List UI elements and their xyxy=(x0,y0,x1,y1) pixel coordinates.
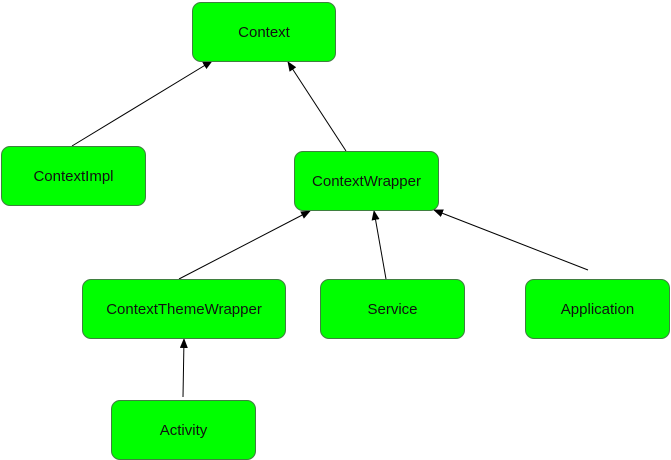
node-activity: Activity xyxy=(111,400,256,460)
node-context-label: Context xyxy=(238,23,290,41)
node-activity-label: Activity xyxy=(159,421,208,439)
node-context-impl-label: ContextImpl xyxy=(33,167,114,185)
edge-contextwrapper-to-context xyxy=(287,61,347,152)
node-service: Service xyxy=(320,279,465,339)
edge-service-to-contextwrapper xyxy=(371,210,387,280)
node-context-wrapper-label: ContextWrapper xyxy=(312,172,421,190)
node-context-theme-wrapper-label: ContextThemeWrapper xyxy=(106,300,262,318)
edge-contextimpl-to-context xyxy=(71,60,213,147)
node-context-wrapper: ContextWrapper xyxy=(294,151,439,211)
node-service-label: Service xyxy=(367,300,418,318)
node-context-theme-wrapper: ContextThemeWrapper xyxy=(82,279,286,339)
node-context: Context xyxy=(192,2,336,62)
node-application-label: Application xyxy=(560,300,635,318)
edge-activity-to-contextthemewrapper xyxy=(179,338,188,398)
node-application: Application xyxy=(525,279,670,339)
node-context-impl: ContextImpl xyxy=(1,146,146,206)
edge-contextthemewrapper-to-contextwrapper xyxy=(178,210,311,280)
edge-application-to-contextwrapper xyxy=(433,209,589,271)
